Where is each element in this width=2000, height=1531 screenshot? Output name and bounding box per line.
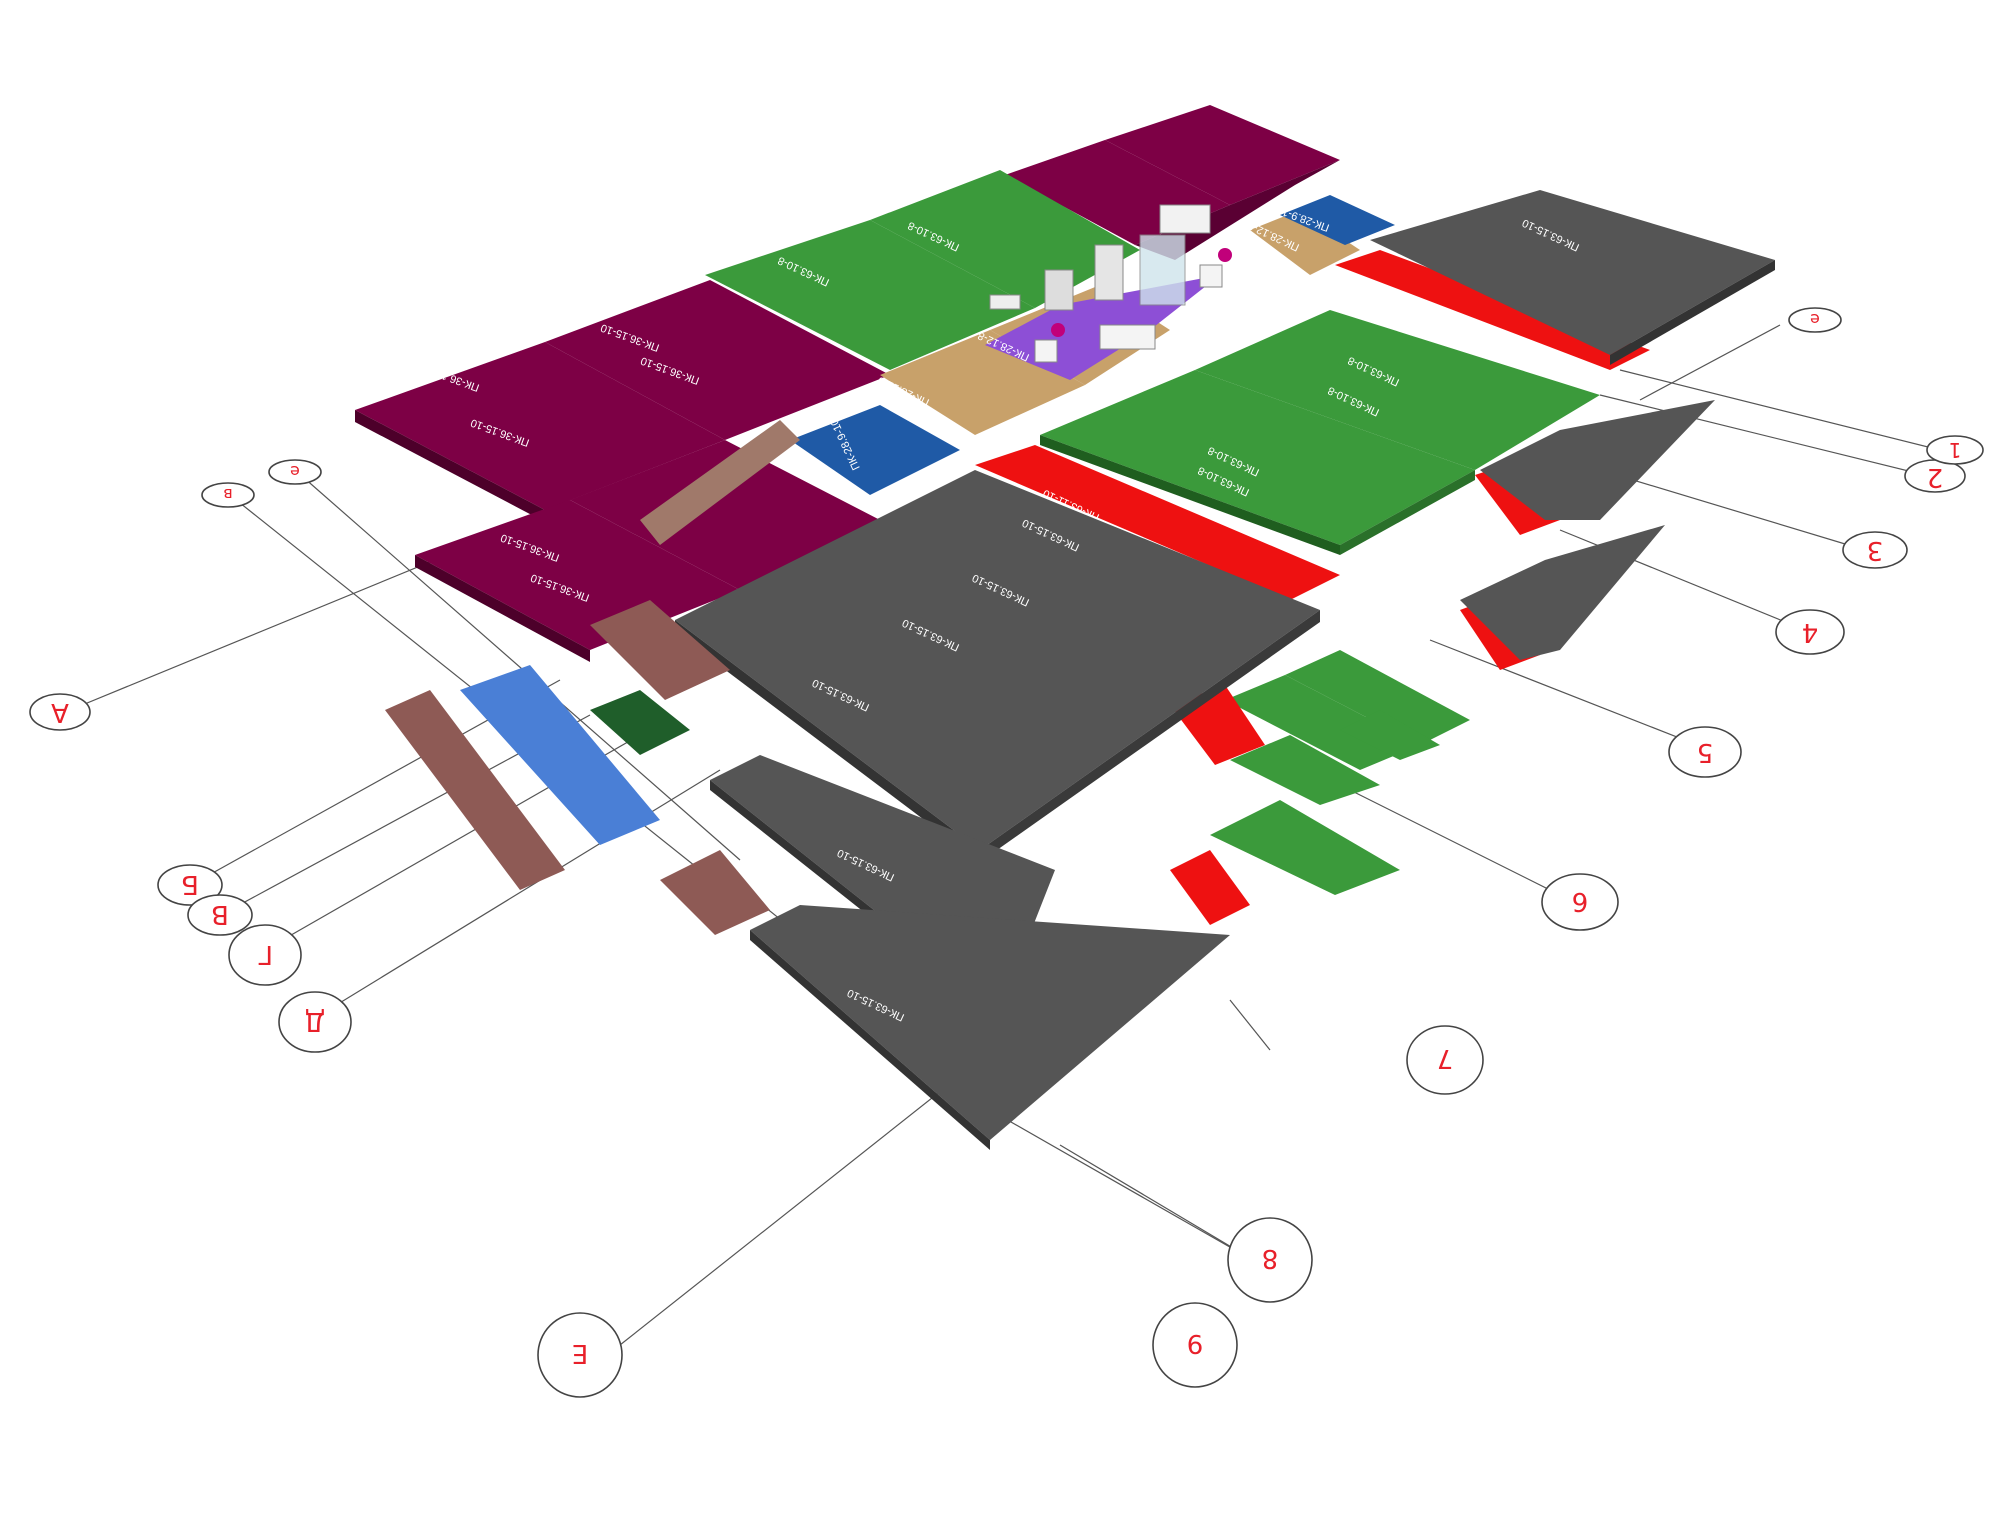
svg-text:В: В [211,899,229,929]
axis-marker-9: 9 [1152,1302,1238,1388]
axis-marker-5: 5 [1668,726,1742,778]
stairs-group [385,420,800,935]
gray-slab-top-right [1370,190,1775,355]
svg-text:Г: Г [257,939,273,969]
svg-text:Е: Е [572,1338,588,1368]
svg-text:Б: Б [181,869,199,899]
axis-marker-a: А [29,693,91,731]
axis-marker-8: 8 [1227,1217,1313,1303]
blue-slab-1 [790,405,960,495]
axis-marker-3: 3 [1842,531,1908,569]
purple-slab-6 [1105,105,1340,205]
green-slab-right-3 [1225,675,1420,770]
sink-icon [989,294,1021,310]
purple-slab-1 [355,342,725,510]
svg-text:е: е [1810,310,1820,329]
svg-text:4: 4 [1802,617,1819,647]
brick-landing [590,600,730,700]
person-icon [1051,323,1065,337]
axis-marker-6: 6 [1541,873,1619,931]
red-slab-2 [1335,250,1650,370]
svg-text:е: е [290,462,300,481]
washing-machine-icon [1044,269,1074,311]
green-slab-group-right: ПК-63.10-8 ПК-63.10-8 ПК-63.10-8 ПК-63.1… [1040,310,1600,895]
toilet-icon [1034,339,1058,363]
axis-marker-2: 2 [1904,459,1966,493]
gray-slab-right-mid [1480,400,1715,520]
axis-marker-small-e: е [1788,307,1842,333]
axis-marker-b: Б [157,864,223,906]
stair-flight [385,690,565,890]
axis-bubbles: А Б В Г Д Е 9 8 [29,307,1984,1398]
toilet-icon [1199,264,1223,288]
gray-slab-group: ПК-63.15-10 ПК-63.15-10 ПК-63.15-10 ПК-6… [675,190,1775,1150]
svg-text:3: 3 [1867,535,1884,565]
green-slab-right-6 [1340,710,1440,760]
blue-slab-2 [1280,195,1395,245]
axis-marker-4: 4 [1775,609,1845,655]
red-slab-4 [1170,850,1250,925]
gray-slab-right-low [1460,525,1665,660]
bathtub-icon [1099,324,1156,350]
stair-flight [640,420,800,545]
shower-cabin-icon [1159,204,1211,234]
svg-text:Д: Д [305,1006,325,1036]
svg-text:А: А [51,697,69,727]
light-blue-slab [460,665,660,845]
svg-text:8: 8 [1262,1243,1279,1273]
purple-slab-4 [570,440,880,590]
purple-slab-2 [545,280,890,440]
svg-text:7: 7 [1437,1043,1454,1073]
boiler-icon [1094,244,1124,301]
car-icon [590,690,690,755]
axis-marker-g: Г [228,924,302,986]
green-slab-right-1 [1040,370,1475,545]
axis-marker-small-v: в [201,482,255,508]
green-slab-right-2 [1195,310,1600,470]
axis-marker-1: 1 [1926,435,1984,465]
axis-marker-d: Д [278,991,352,1053]
green-slab-right-7 [1230,735,1380,805]
shower-cabin-icon [1139,234,1186,306]
green-slab-right-5 [1210,800,1400,895]
svg-text:1: 1 [1949,438,1962,462]
svg-text:2: 2 [1927,462,1944,492]
svg-text:9: 9 [1187,1328,1204,1358]
green-slab-right-4 [1285,650,1470,745]
bathroom-fixtures [989,204,1232,363]
gray-slab-bottom [750,905,1230,1140]
svg-text:в: в [223,485,232,504]
axis-marker-v: В [187,894,253,936]
red-slab-1 [975,445,1340,600]
person-icon [1218,248,1232,262]
axis-marker-e: Е [537,1312,623,1398]
axis-marker-7: 7 [1406,1025,1484,1095]
brick-landing [660,850,770,935]
axis-marker-small-e2: е [268,459,322,485]
green-slab-back-1 [705,220,1035,370]
tan-slab-3 [1250,210,1360,275]
svg-text:5: 5 [1697,737,1714,767]
gray-slab-main [675,470,1320,850]
svg-text:6: 6 [1572,886,1589,916]
